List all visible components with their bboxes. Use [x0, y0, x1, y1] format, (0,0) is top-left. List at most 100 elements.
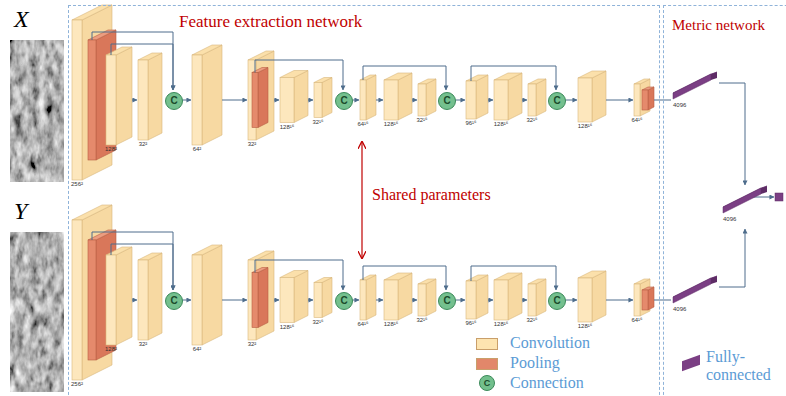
flow-arrow	[412, 100, 417, 101]
convolution-block-front	[578, 278, 592, 322]
convolution-block-front	[528, 84, 536, 116]
size-label: 32¹⁶	[312, 119, 323, 126]
size-label: 96¹⁶	[465, 320, 476, 327]
convolution-block	[578, 271, 606, 322]
convolution-block	[138, 253, 162, 340]
legend-text: Pooling	[510, 354, 560, 372]
connection-circle: C	[438, 292, 456, 310]
convolution-block-top	[314, 78, 332, 83]
convolution-block-top	[528, 79, 546, 84]
convolution-block	[634, 79, 650, 116]
output-unit	[775, 193, 783, 201]
connection-mark: C	[170, 96, 177, 106]
convolution-block-side	[256, 51, 274, 140]
size-label: 128¹⁶	[384, 121, 398, 128]
pooling-block-side	[96, 230, 116, 360]
shared-arrow	[361, 142, 362, 258]
convolution-block	[280, 71, 308, 123]
convolution-block	[384, 273, 412, 320]
fc-bar-side	[761, 186, 767, 194]
connection-circle: C	[165, 292, 183, 310]
convolution-block-front	[280, 78, 294, 123]
convolution-block-side	[116, 47, 132, 145]
convolution-block-top	[248, 251, 274, 260]
fc-bar-front	[723, 188, 761, 213]
panel-title: Feature extraction network	[179, 12, 362, 32]
size-label: 128¹⁶	[494, 121, 508, 128]
size-label: 128²	[105, 146, 117, 153]
convolution-block	[138, 53, 162, 140]
size-label: 32¹⁶	[416, 317, 427, 324]
size-label: 64¹⁶	[631, 317, 642, 324]
flow-arrow	[132, 300, 137, 301]
flow-arrow	[606, 300, 633, 301]
connection-mark: C	[484, 379, 491, 388]
convolution-block-front	[314, 83, 322, 118]
convolution-block	[494, 273, 522, 320]
size-label: 256²	[71, 381, 83, 388]
size-label: 96¹⁶	[465, 120, 476, 127]
flow-arrow	[522, 300, 527, 301]
connection-mark: C	[443, 296, 450, 306]
fc-bar-side	[711, 276, 717, 284]
fc-bar-front	[673, 278, 711, 303]
skip-arrow	[471, 66, 556, 90]
convolution-block	[314, 278, 332, 318]
pooling-block-top	[642, 87, 654, 90]
fc-bar	[721, 185, 769, 215]
flow-arrow	[352, 100, 359, 101]
convolution-block	[106, 47, 132, 145]
convolution-block-top	[494, 273, 522, 280]
convolution-block	[192, 245, 222, 345]
convolution-block-side	[294, 271, 308, 323]
input-image-y	[10, 232, 64, 392]
convolution-block-front	[384, 80, 398, 120]
legend-swatch	[476, 338, 498, 350]
input-label: X	[14, 6, 29, 34]
convolution-block-top	[72, 205, 112, 220]
size-label: 128¹⁶	[578, 123, 592, 130]
convolution-block-side	[322, 78, 332, 118]
convolution-block-front	[280, 278, 294, 323]
size-label: 64²	[193, 146, 202, 153]
fully-connected-layer: 4096	[671, 275, 719, 319]
pooling-block-front	[642, 90, 648, 110]
convolution-block-top	[280, 271, 308, 278]
convolution-block-top	[634, 79, 650, 84]
skip-arrow	[92, 232, 173, 290]
convolution-block-front	[634, 84, 640, 116]
pooling-block	[88, 230, 116, 360]
shared-label: Shared parameters	[372, 186, 491, 204]
convolution-block-front	[72, 220, 82, 380]
skip-arrow	[255, 260, 343, 290]
size-label: 32¹⁶	[312, 319, 323, 326]
convolution-block-top	[280, 71, 308, 78]
flow-arrow	[274, 100, 279, 101]
convolution-block-front	[466, 281, 476, 319]
convolution-block-front	[528, 284, 536, 316]
convolution-block-top	[466, 75, 488, 81]
pooling-block	[252, 68, 268, 128]
connection-mark: C	[553, 296, 560, 306]
convolution-block-top	[578, 71, 606, 78]
flow-arrow	[222, 100, 247, 101]
fully-connected-layer: 4096	[671, 71, 719, 115]
convolution-block-front	[192, 255, 202, 345]
connection-mark: C	[340, 296, 347, 306]
convolution-block	[248, 51, 274, 140]
convolution-block-side	[398, 73, 412, 120]
size-label: 64¹⁶	[357, 121, 368, 128]
legend-swatch: C	[479, 375, 495, 391]
flow-arrow	[308, 100, 313, 101]
convolution-block-front	[360, 80, 366, 120]
convolution-block	[528, 79, 546, 116]
convolution-block-top	[578, 271, 606, 278]
convolution-block-side	[536, 79, 546, 116]
convolution-block-top	[138, 253, 162, 260]
flow-arrow	[488, 300, 493, 301]
convolution-block-front	[578, 78, 592, 122]
convolution-block-side	[322, 278, 332, 318]
pooling-block-side	[96, 30, 116, 160]
convolution-block-side	[256, 251, 274, 340]
flow-arrow	[488, 100, 493, 101]
